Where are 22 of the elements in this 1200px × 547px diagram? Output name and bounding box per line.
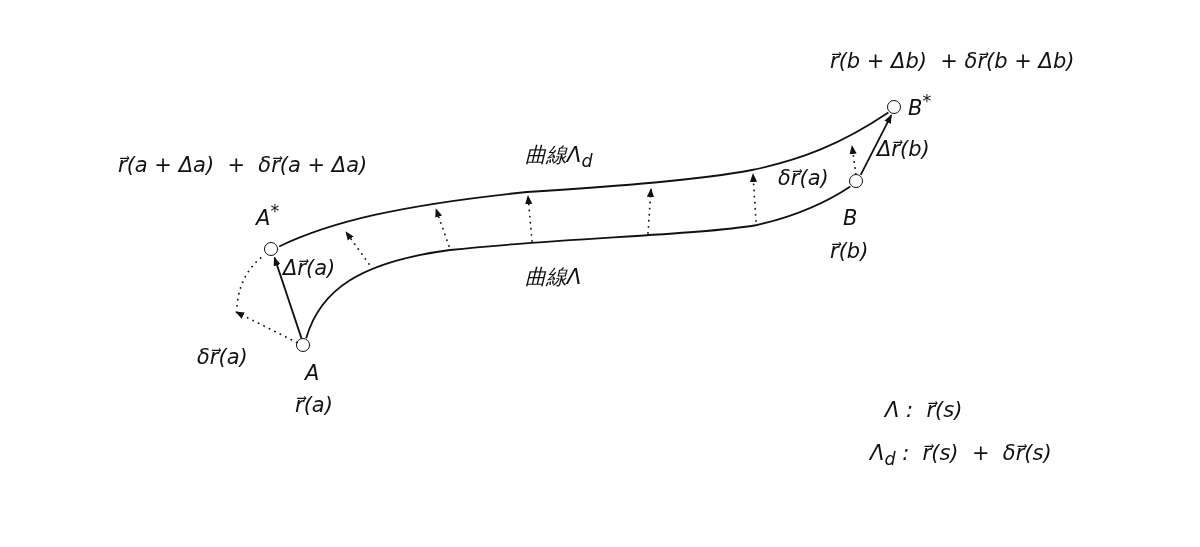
arrow — [859, 114, 893, 176]
point-label: A — [305, 360, 320, 387]
vector-label: δr⃗(a) — [778, 165, 829, 192]
equation: Λ : r⃗(s) — [885, 397, 963, 424]
vector-label: Δr⃗(b) — [877, 136, 930, 163]
dotted-arrow — [849, 145, 857, 175]
position-vector-label: r⃗(a) — [295, 392, 333, 419]
point-label: A$^{*}$ — [256, 200, 280, 232]
curve-line — [305, 185, 852, 340]
point-label: B — [843, 205, 858, 232]
position-vector-label: r⃗(a + Δa) + δr⃗(a + Δa) — [118, 152, 368, 179]
curve-line — [278, 111, 890, 248]
point-label: B$^{*}$ — [908, 90, 932, 122]
dotted-arrow — [235, 311, 298, 344]
vector-label: δr⃗(a) — [197, 344, 248, 371]
equation: Λ$_{d}$ : r⃗(s) + δr⃗(s) — [870, 440, 1052, 472]
vector-label: Δr⃗(a) — [283, 255, 336, 282]
position-vector-label: r⃗(b) — [830, 238, 869, 265]
curve-label: 曲線Λ — [525, 264, 582, 291]
curve-label: 曲線Λ$_{d}$ — [525, 142, 593, 174]
arrow — [273, 256, 303, 340]
position-vector-label: r⃗(b + Δb) + δr⃗(b + Δb) — [830, 48, 1075, 75]
